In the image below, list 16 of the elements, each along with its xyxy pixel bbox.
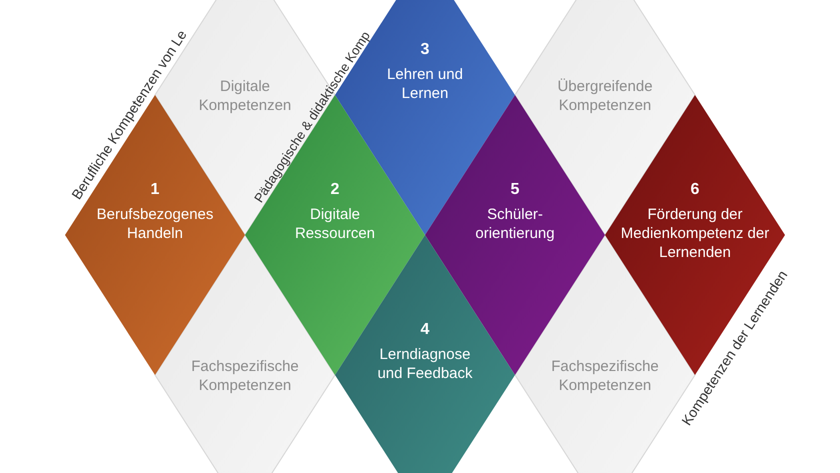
area-title: Lerndiagnose und Feedback	[376, 345, 474, 383]
area-title: Förderung der Medienkompetenz der Lernenden	[620, 205, 770, 262]
area-number: 6	[690, 181, 700, 199]
area-number: 3	[420, 41, 430, 59]
area-number: 1	[150, 181, 160, 199]
area-title: Schüler-orientierung	[474, 205, 556, 243]
area-title: Lehren und Lernen	[386, 65, 464, 103]
area-number: 4	[420, 321, 430, 339]
competence-label: Fachspezifische Kompetenzen	[550, 357, 660, 395]
area-number: 2	[330, 181, 340, 199]
area-number: 5	[510, 181, 520, 199]
area-title: Berufsbezogenes Handeln	[96, 205, 214, 243]
competence-label: Fachspezifische Kompetenzen	[190, 357, 300, 395]
competence-label: Digitale Kompetenzen	[198, 77, 292, 115]
competence-label: Übergreifende Kompetenzen	[556, 77, 654, 115]
area-title: Digitale Ressourcen	[294, 205, 376, 243]
